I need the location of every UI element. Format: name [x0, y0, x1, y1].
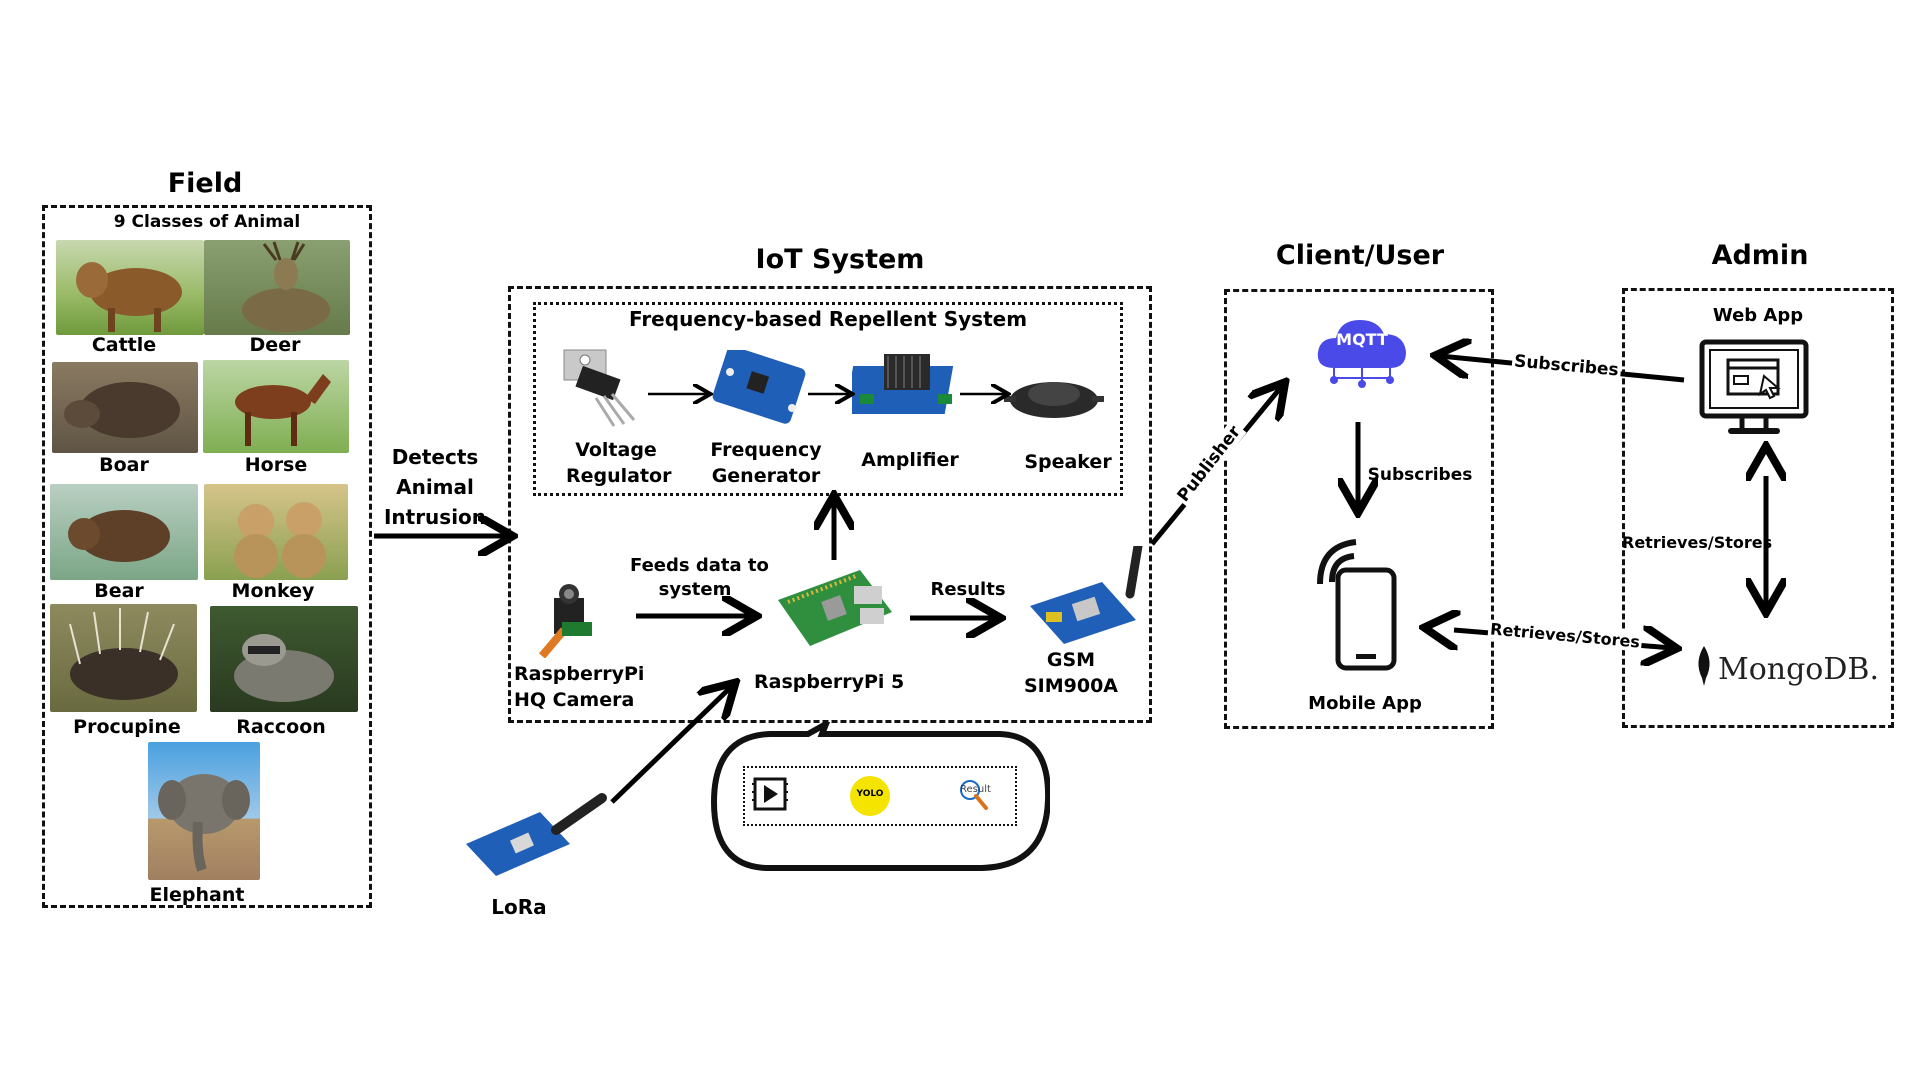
client-title: Client/User	[1275, 240, 1445, 271]
client-box	[1224, 289, 1494, 729]
repellent-title: Frequency-based Repellent System	[628, 307, 1028, 331]
amplifier-icon	[844, 350, 962, 420]
elephant-image	[148, 742, 260, 880]
deer-label: Deer	[249, 334, 301, 356]
frequency-generator-icon	[708, 346, 812, 424]
procupine-label: Procupine	[73, 716, 181, 738]
cattle-image	[56, 240, 204, 335]
mongodb-label: MongoDB.	[1718, 652, 1880, 687]
web-monitor-icon	[1698, 336, 1810, 446]
bear-image	[50, 484, 198, 580]
subscribes-mobile-label: Subscribes	[1367, 465, 1473, 485]
result-label: Result	[960, 784, 991, 795]
lora-to-pi-arrow	[610, 686, 732, 804]
procupine-image	[50, 604, 197, 712]
bear-label: Bear	[94, 580, 144, 602]
horse-label: Horse	[244, 454, 308, 476]
admin-box	[1622, 288, 1894, 728]
yolo-badge	[850, 776, 890, 816]
raspberry-pi-label: RaspberryPi 5	[754, 671, 905, 693]
voltage-regulator-icon	[556, 340, 656, 430]
animal-classes-label: 9 Classes of Animal	[113, 212, 301, 232]
admin-title: Admin	[1711, 240, 1809, 271]
deer-image	[204, 240, 350, 335]
mqtt-cloud-icon	[1314, 310, 1410, 390]
amplifier-label: Amplifier	[861, 449, 959, 471]
results-label: Results	[930, 579, 1006, 600]
iot-title: IoT System	[755, 244, 925, 275]
boar-image	[52, 362, 198, 453]
speaker-label: Speaker	[1024, 451, 1112, 473]
mongodb-leaf-icon	[1694, 644, 1714, 688]
yolo-label: YOLO	[856, 789, 884, 799]
raspberry-pi-icon	[768, 560, 898, 660]
boar-label: Boar	[99, 454, 149, 476]
raccoon-image	[210, 606, 358, 712]
raccoon-label: Raccoon	[236, 716, 326, 738]
monkey-image	[204, 484, 348, 580]
result-magnifier-icon	[956, 778, 996, 814]
field-box	[42, 205, 372, 908]
cattle-label: Cattle	[91, 334, 157, 356]
mobile-phone-icon	[1308, 534, 1408, 674]
camera-icon	[534, 578, 614, 659]
horse-image	[203, 360, 349, 453]
gsm-module-icon	[1026, 541, 1152, 656]
monkey-label: Monkey	[231, 580, 315, 602]
mqtt-label: MQTT	[1336, 330, 1388, 349]
elephant-label: Elephant	[149, 884, 245, 906]
mobile-app-label: Mobile App	[1308, 693, 1422, 714]
lora-module-icon	[460, 782, 610, 882]
video-play-icon	[752, 776, 788, 812]
lora-label: LoRa	[491, 895, 547, 919]
retrieves-admin-label: Retrieves/Stores	[1622, 533, 1773, 552]
field-title: Field	[167, 168, 243, 199]
web-app-label: Web App	[1712, 305, 1804, 326]
pipeline-frame	[743, 766, 1017, 826]
